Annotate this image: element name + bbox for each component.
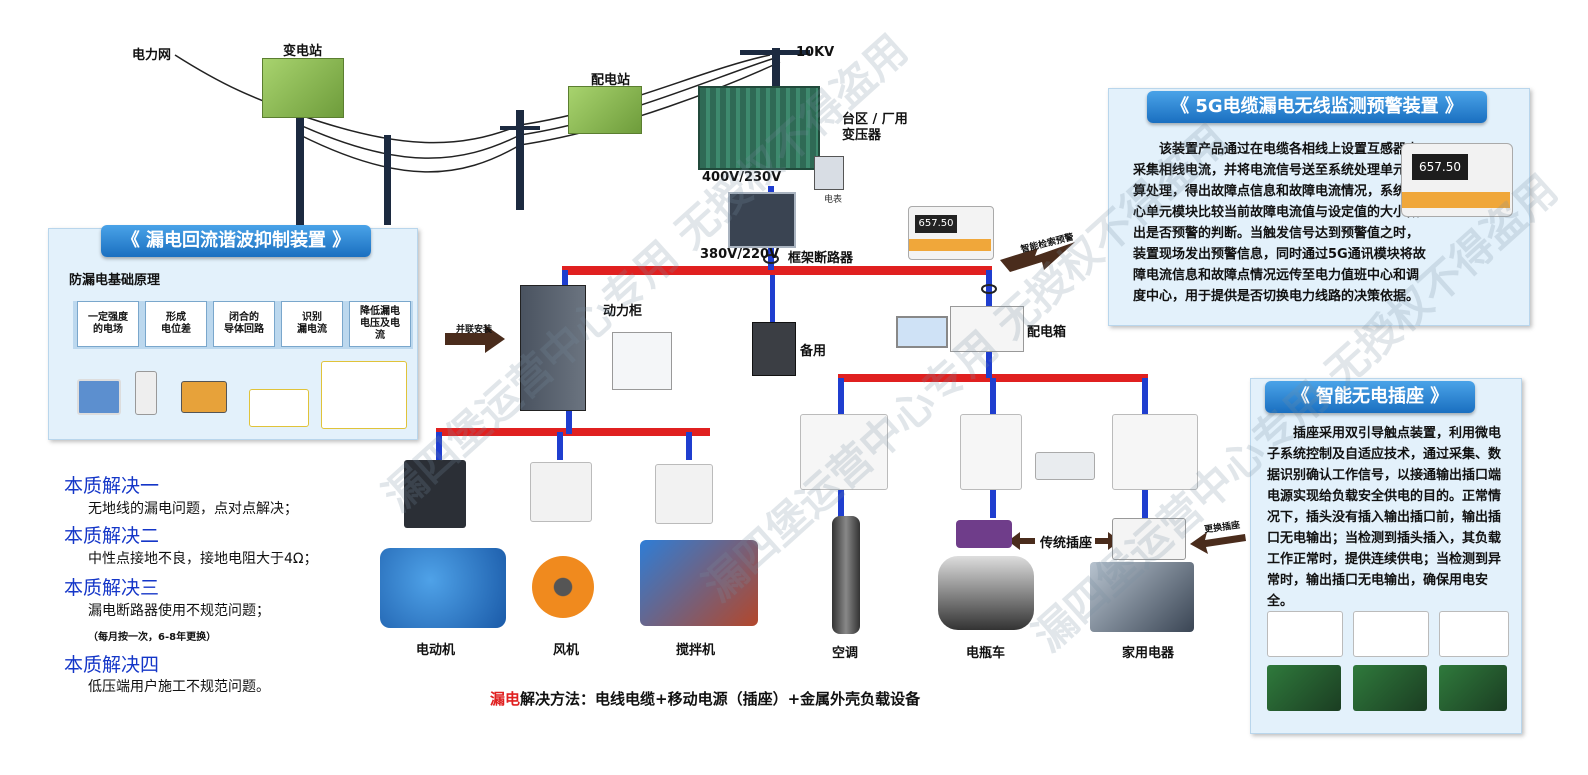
frame-breaker-label: 框架断路器 <box>788 251 854 266</box>
distribution-box-image <box>950 306 1024 352</box>
power-grid-label: 电力网 <box>132 48 172 63</box>
wiring-schematic-1 <box>249 389 309 427</box>
voltage-10kv-label: 10KV <box>796 45 835 60</box>
solution-4-text: 低压端用户施工不规范问题。 <box>88 679 270 695</box>
mccb-breaker-image <box>404 460 466 528</box>
wireless-alert-device: 657.50 <box>908 206 994 260</box>
load-ac-label: 空调 <box>832 646 859 661</box>
solution-method: 漏电解决方法：电线电缆+移动电源（插座）+金属外壳负载设备 <box>490 688 920 709</box>
alert-device-display: 657.50 <box>915 215 957 233</box>
traditional-socket-label: 传统插座 <box>1040 536 1093 551</box>
solution-1-text: 无地线的漏电问题，点对点解决； <box>88 501 298 517</box>
solution-2-text: 中性点接地不良，接地电阻大于4Ω； <box>88 551 318 567</box>
smart-socket-image <box>1112 518 1186 560</box>
cable-monitor-title: 《 5G电缆漏电无线监测预警装置 》 <box>1147 91 1487 123</box>
leak-principle-subtitle: 防漏电基础原理 <box>69 273 161 288</box>
appliance-breaker-image <box>1112 414 1198 490</box>
load-fan-label: 风机 <box>553 643 580 658</box>
cable-device-stripe <box>1402 192 1510 208</box>
principle-flow: 一定强度 的电场 形成 电位差 闭合的 导体回路 识别 漏电流 降低漏电 电压及… <box>73 301 413 349</box>
air-conditioner-image <box>832 516 860 634</box>
distribution-station-building <box>568 86 642 134</box>
parallel-install-label: 并联安装 <box>456 325 493 335</box>
harmonic-suppression-panel: 《 漏电回流谐波抑制装置 》 防漏电基础原理 一定强度 的电场 形成 电位差 闭… <box>48 225 418 440</box>
solution-4-title: 本质解决四 <box>64 654 160 676</box>
smart-socket-title: 《 智能无电插座 》 <box>1265 381 1475 413</box>
solution-3-title: 本质解决三 <box>64 577 160 599</box>
alert-device-stripe <box>909 239 991 251</box>
harmonic-panel-title: 《 漏电回流谐波抑制装置 》 <box>101 225 371 257</box>
distribution-box-label: 配电箱 <box>1027 325 1067 340</box>
cable-monitor-panel: 《 5G电缆漏电无线监测预警装置 》 该装置产品通过在电缆各相线上设置互感器来采… <box>1108 88 1530 326</box>
fan-image <box>532 556 594 618</box>
cable-monitor-text: 该装置产品通过在电缆各相线上设置互感器来采集相线电流，并将电流信号送至系统处理单… <box>1133 142 1426 304</box>
load-ebike-label: 电瓶车 <box>966 646 1006 661</box>
electric-meter-image <box>814 156 844 190</box>
smart-panel-image <box>896 316 948 348</box>
voltage-400v-label: 400V/230V <box>702 170 782 185</box>
meter-label: 电表 <box>824 195 843 205</box>
distribution-station-label: 配电站 <box>591 73 631 88</box>
load-appliance-label: 家用电器 <box>1122 646 1175 661</box>
monitor-device-image <box>77 379 121 415</box>
load-mixer-label: 搅拌机 <box>676 643 716 658</box>
mixer-image <box>640 540 758 626</box>
cable-device-display: 657.50 <box>1412 154 1468 180</box>
ac-breaker-image <box>800 414 888 490</box>
voltage-380v-label: 380V/220V <box>700 247 780 262</box>
cabinet-monitor-image <box>612 332 672 390</box>
backup-label: 备用 <box>800 344 827 359</box>
transformer-label: 台区 / 厂用 变压器 <box>842 112 908 143</box>
circuit-boards-row <box>1263 665 1509 715</box>
socket-products-row <box>1263 611 1509 659</box>
socket-product-3 <box>1439 611 1509 657</box>
power-cabinet-label: 动力柜 <box>603 304 643 319</box>
socket-product-1 <box>1267 611 1343 657</box>
substation-label: 变电站 <box>283 44 323 59</box>
load-motor-label: 电动机 <box>416 643 456 658</box>
method-red-text: 漏电 <box>490 690 521 708</box>
flow-step-4: 识别 漏电流 <box>281 301 343 347</box>
cable-monitor-device: 657.50 <box>1401 143 1513 217</box>
frame-breaker-image <box>728 192 796 248</box>
smart-socket-text: 插座采用双引导触点装置，利用微电子系统控制及自适应技术，通过采集、数据识别确认工… <box>1267 426 1502 609</box>
substation-building <box>262 58 344 118</box>
power-cabinet-image <box>520 285 586 411</box>
flow-step-5: 降低漏电 电压及电 流 <box>349 301 411 347</box>
electric-scooter-image <box>938 556 1034 630</box>
mixer-breaker-image <box>655 464 713 524</box>
circuit-board-1 <box>1267 665 1341 711</box>
fan-breaker-image <box>530 462 592 522</box>
flow-step-3: 闭合的 导体回路 <box>213 301 275 347</box>
flow-step-1: 一定强度 的电场 <box>77 301 139 347</box>
solution-3-note: （每月按一次，6-8年更换） <box>88 632 217 643</box>
socket-product-2 <box>1353 611 1429 657</box>
circuit-board-2 <box>1353 665 1427 711</box>
home-appliances-image <box>1090 562 1194 632</box>
sensor-device-image <box>135 371 157 415</box>
solution-3-text: 漏电断路器使用不规范问题； <box>88 603 270 619</box>
smart-socket-panel: 《 智能无电插座 》 插座采用双引导触点装置，利用微电子系统控制及自适应技术，通… <box>1250 378 1522 734</box>
wiring-schematic-2 <box>321 361 407 429</box>
method-text: 解决方法：电线电缆+移动电源（插座）+金属外壳负载设备 <box>520 690 921 708</box>
smart-monitor-image <box>1035 452 1095 480</box>
backup-breaker-image <box>752 322 796 376</box>
flow-step-2: 形成 电位差 <box>145 301 207 347</box>
solution-2-title: 本质解决二 <box>64 525 160 547</box>
electric-motor-image <box>380 548 506 628</box>
circuit-board-3 <box>1439 665 1507 711</box>
ebike-breaker-image <box>960 414 1022 490</box>
solution-1-title: 本质解决一 <box>64 475 160 497</box>
suppressor-device-image <box>181 381 227 413</box>
transformer-image <box>698 86 820 170</box>
old-socket-image <box>956 520 1012 548</box>
